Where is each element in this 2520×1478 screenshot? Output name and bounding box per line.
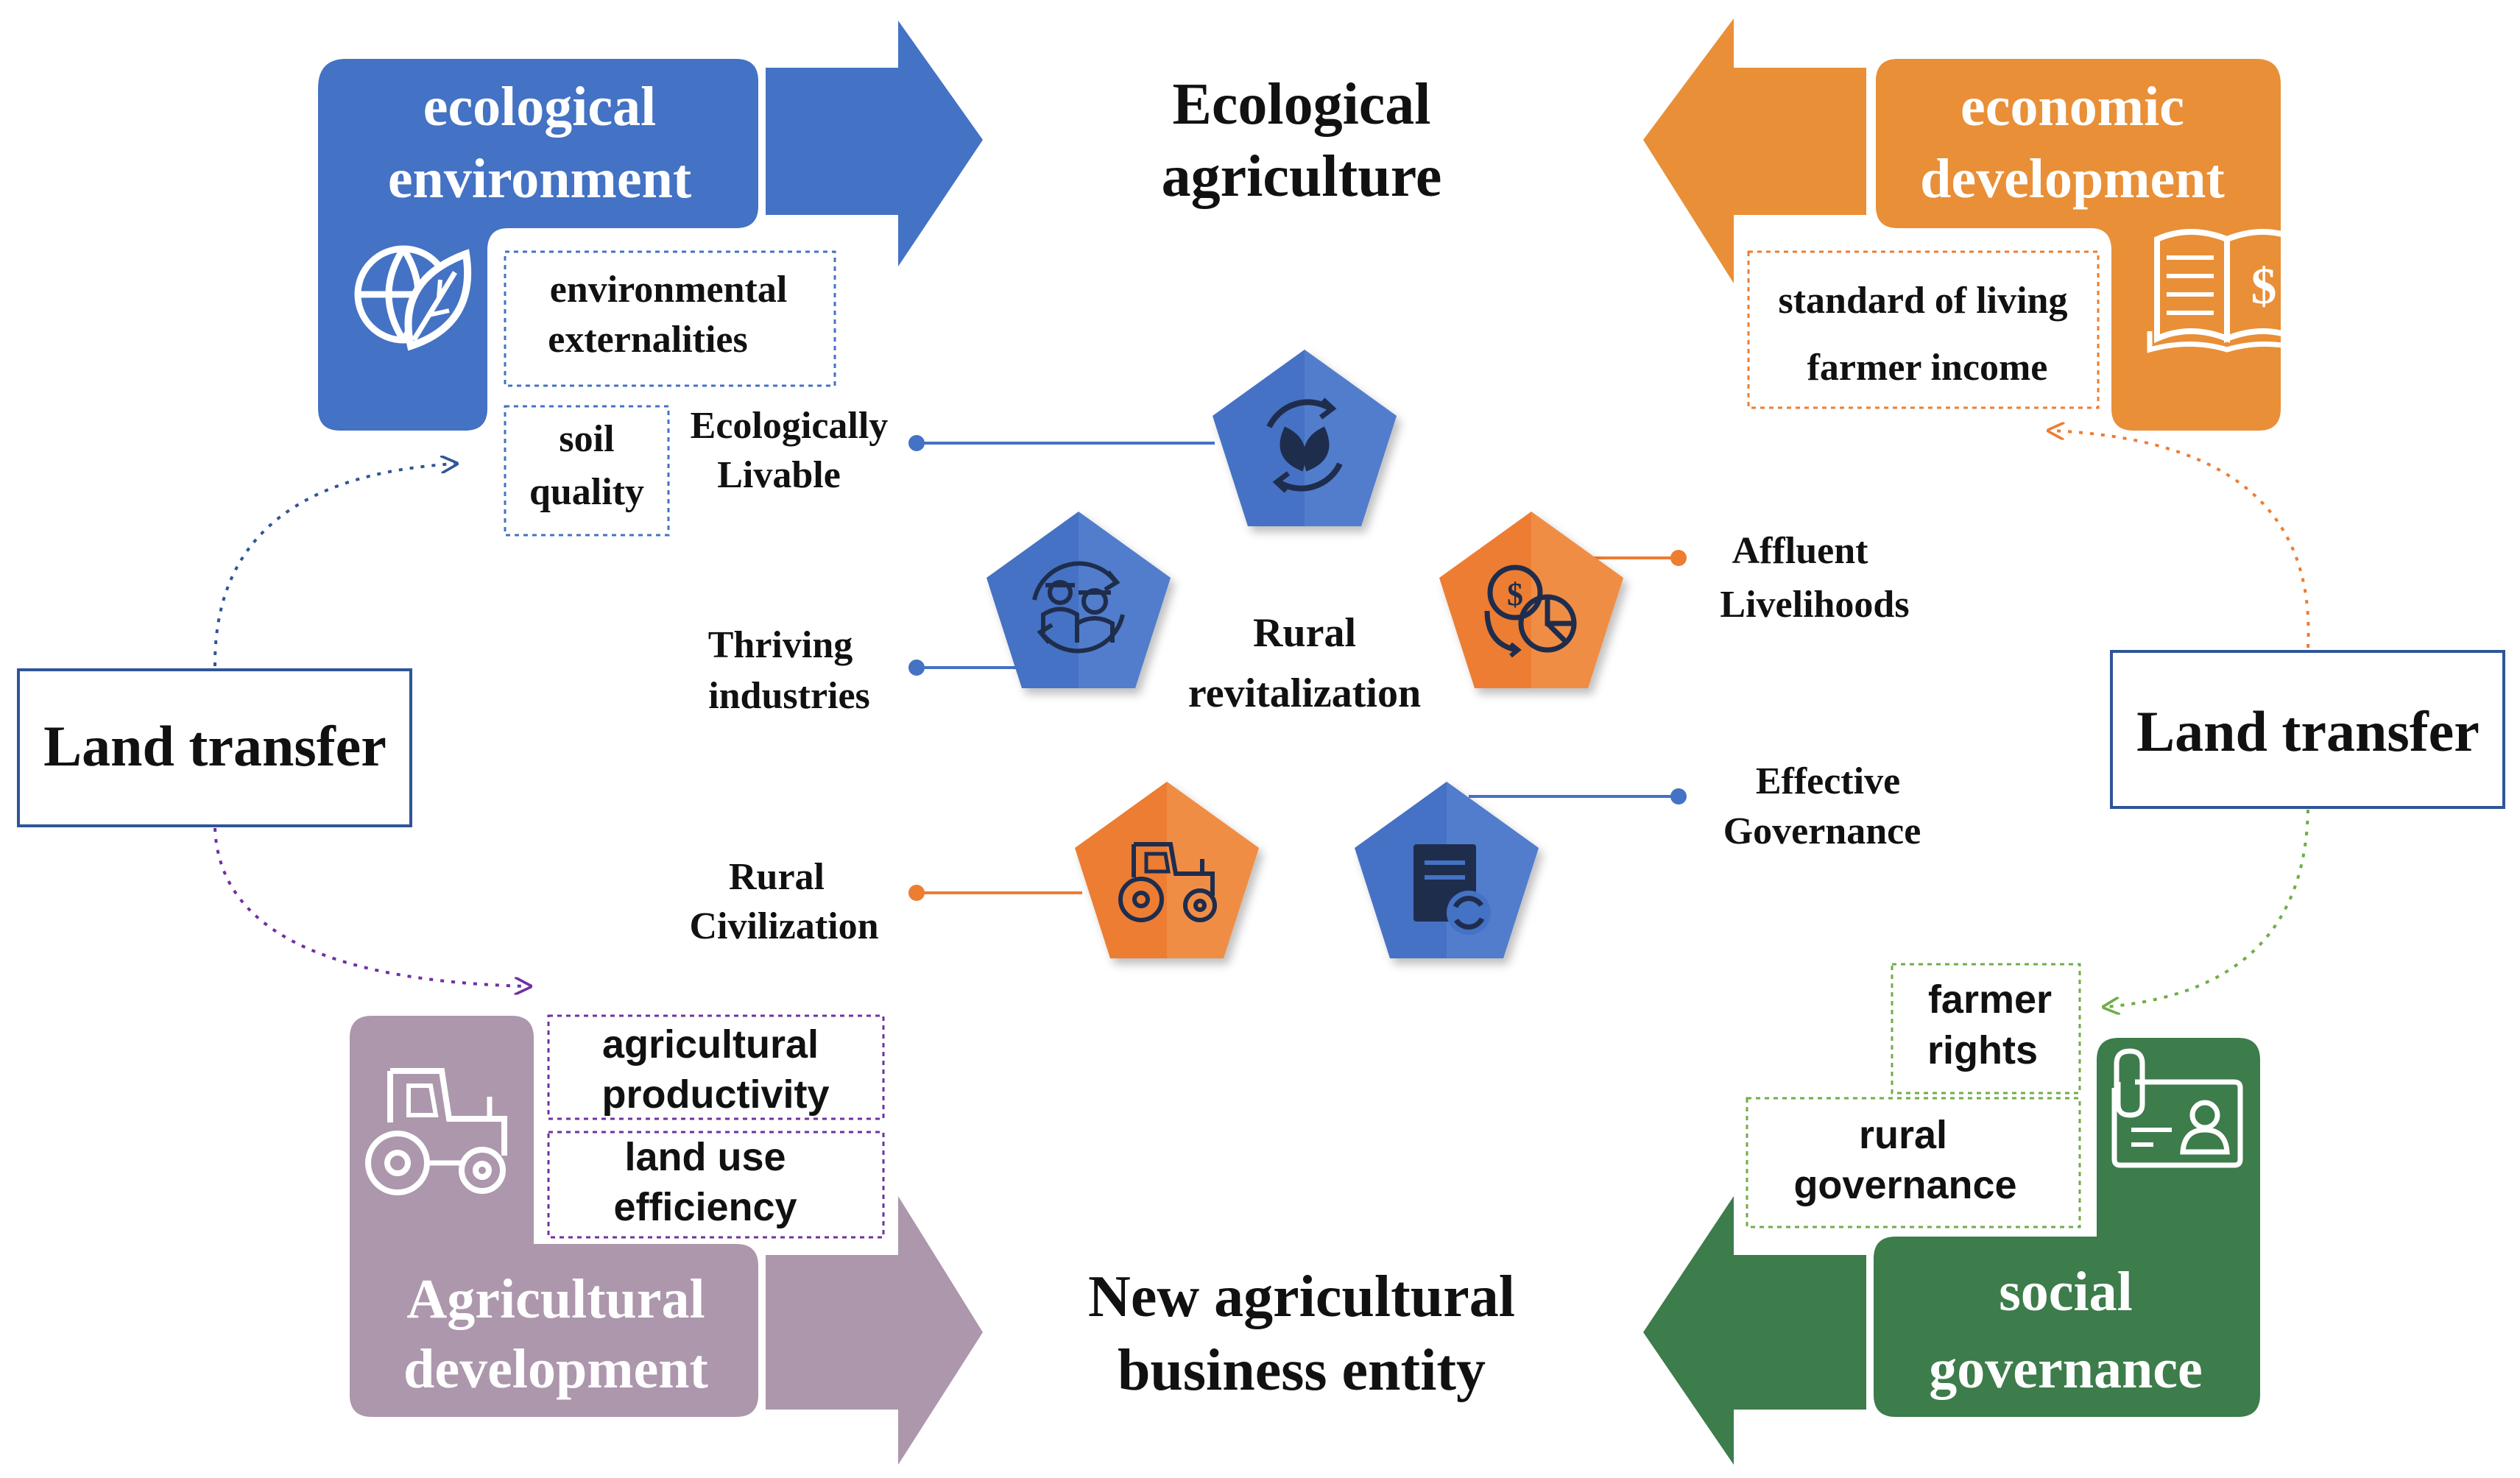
ecological-agriculture-line2: agriculture: [1162, 144, 1442, 209]
tag-farmer-rights: [1891, 963, 2081, 1095]
connector-left-to-agricultural: [213, 827, 529, 986]
svg-text:$: $: [1507, 576, 1523, 612]
pillar-ecologically-livable-line2: Livable: [717, 454, 841, 496]
economic-arrow: [1643, 18, 1866, 283]
economic-panel: [1876, 59, 2281, 431]
tag-agricultural-productivity-line1: agricultural: [602, 1022, 819, 1067]
tag-land-use-efficiency-line1: land use: [624, 1135, 786, 1179]
pillar-thriving-industries-dot: [908, 660, 925, 676]
tag-soil-quality-line2: quality: [529, 471, 644, 513]
book-dollar-icon: $: [2147, 229, 2307, 353]
tractor-icon: [365, 1068, 507, 1195]
quadrant-social: social governance farmer rights rural go…: [1643, 963, 2260, 1465]
pillar-affluent-livelihoods-line1: Affluent: [1732, 530, 1869, 572]
pentagon-highlight: [1167, 782, 1259, 958]
id-card-icon: [2111, 1048, 2243, 1168]
pillar-ecologically-livable-line1: Ecologically: [691, 405, 889, 447]
pentagon-highlight: [1531, 512, 1623, 688]
land-transfer-box-left: [17, 668, 412, 827]
pillar-thriving-industries-line1: Thriving: [708, 624, 853, 666]
quadrant-agricultural: Agricultural development agricultural pr…: [350, 1014, 983, 1465]
tag-agricultural-productivity-line2: productivity: [601, 1072, 829, 1117]
connector-right-to-social: [2106, 809, 2309, 1007]
tag-standard-of-living: [1747, 250, 2100, 409]
pentagon-highlight: [1079, 512, 1171, 688]
pillar-effective-governance-dot: [1670, 788, 1687, 805]
tag-farmer-income-line2: farmer income: [1807, 347, 2048, 389]
pillar-rural-civilization: [1075, 782, 1259, 958]
tag-land-use-efficiency: [547, 1131, 885, 1239]
pillar-rural-civilization-line1: Rural: [729, 856, 825, 898]
social-arrow: [1643, 1196, 1866, 1465]
tag-rural-governance-line1: rural: [1859, 1113, 1947, 1157]
svg-text:$: $: [2251, 258, 2277, 315]
ecological-arrow: [766, 21, 983, 266]
globe-leaf-icon: [354, 245, 472, 351]
pillar-ecologically-livable-dot: [908, 435, 925, 451]
pillar-effective-governance-line2: Governance: [1723, 810, 1921, 852]
tag-soil-quality: [504, 405, 670, 537]
pillar-affluent-livelihoods-line2: Livelihoods: [1720, 584, 1909, 626]
economic-label-line2: development: [1920, 148, 2225, 210]
tag-environmental-externalities-line1: environmental: [550, 269, 788, 311]
tag-soil-quality-line1: soil: [559, 418, 614, 460]
tag-farmer-rights-line2: rights: [1927, 1028, 2038, 1072]
land-transfer-left-label: Land transfer: [43, 714, 387, 778]
center-label-line2: revitalization: [1188, 671, 1421, 716]
economic-label-line1: economic: [1960, 76, 2184, 138]
pillar-effective-governance-line1: Effective: [1756, 760, 1900, 802]
new-agricultural-entity-line1: New agricultural: [1088, 1265, 1515, 1329]
pillar-rural-civilization-dot: [908, 885, 925, 901]
social-panel: [1874, 1038, 2260, 1417]
center-label-line1: Rural: [1253, 610, 1356, 656]
pillar-affluent-livelihoods: $: [1439, 512, 1623, 688]
money-chart-icon: $: [1484, 565, 1577, 658]
pillar-effective-governance: [1355, 782, 1539, 958]
ecological-label-line1: ecological: [423, 76, 657, 138]
tag-environmental-externalities-line2: externalities: [548, 319, 747, 361]
tag-standard-of-living-line1: standard of living: [1779, 280, 2068, 322]
connector-left-to-ecological: [213, 464, 455, 667]
leaf-cycle-icon: [1266, 397, 1343, 493]
ecological-label-line2: environment: [388, 148, 691, 210]
new-agricultural-entity-line2: business entity: [1118, 1338, 1486, 1403]
pillar-thriving-industries: [987, 512, 1171, 688]
land-transfer-right-label: Land transfer: [2136, 699, 2480, 763]
pillar-ecologically-livable: [1213, 350, 1397, 526]
farmers-cycle-icon: [1032, 561, 1125, 654]
tag-rural-governance-line2: governance: [1793, 1163, 2016, 1207]
connector-right-to-economic: [2050, 431, 2310, 648]
tractor-icon: [1118, 842, 1217, 922]
social-label-line2: governance: [1929, 1338, 2202, 1400]
agricultural-arrow: [766, 1196, 983, 1465]
social-label-line1: social: [1999, 1261, 2133, 1323]
pillar-affluent-livelihoods-dot: [1670, 550, 1687, 566]
tag-farmer-rights-line1: farmer: [1928, 977, 2052, 1022]
pillar-thriving-industries-line2: industries: [708, 675, 870, 717]
quadrant-ecological: ecological environment environmental ext…: [318, 21, 983, 537]
quadrant-economic: economic development $ standard of livin…: [1643, 18, 2307, 431]
agricultural-label-line1: Agricultural: [406, 1268, 705, 1330]
land-transfer-box-right: [2110, 650, 2505, 809]
tag-rural-governance: [1746, 1097, 2081, 1228]
ecological-agriculture-line1: Ecological: [1172, 72, 1430, 137]
document-refresh-icon: [1413, 844, 1491, 935]
pillar-rural-civilization-line2: Civilization: [689, 905, 878, 947]
tag-environmental-externalities: [504, 250, 836, 387]
tag-agricultural-productivity: [547, 1014, 885, 1120]
agricultural-label-line2: development: [403, 1338, 708, 1400]
tag-land-use-efficiency-line2: efficiency: [613, 1185, 797, 1229]
